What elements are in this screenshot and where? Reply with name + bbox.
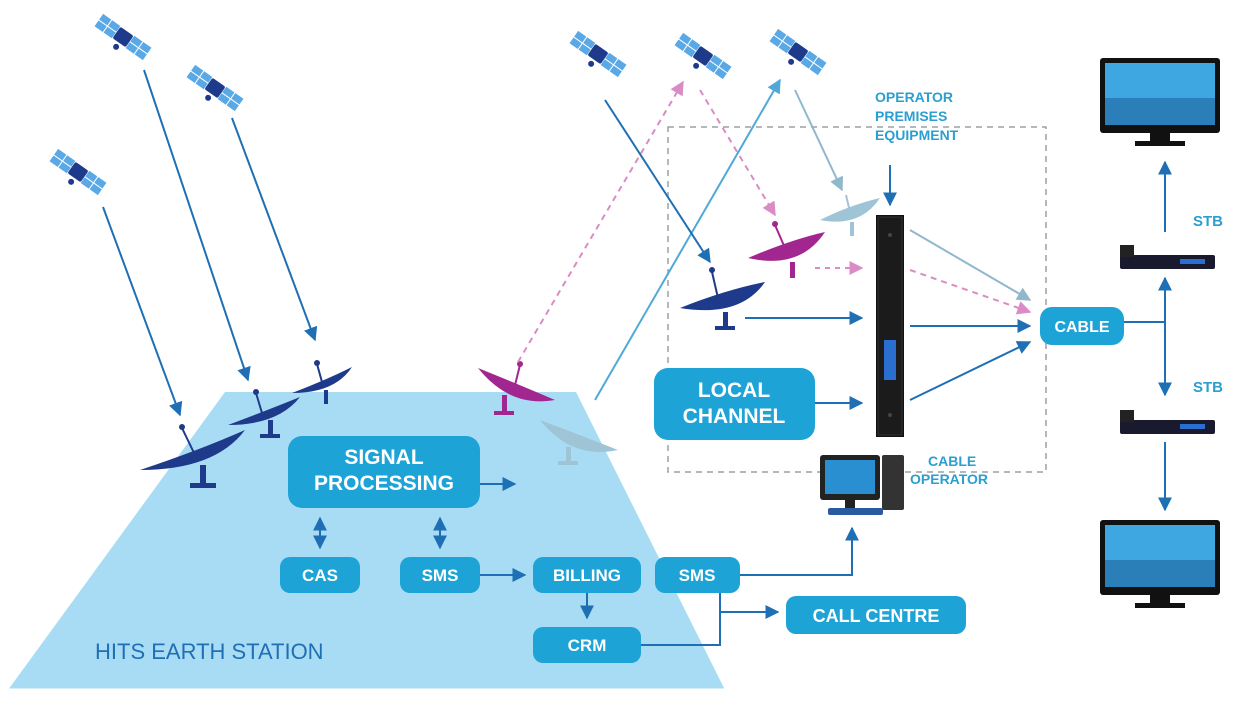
downlink-arrow <box>604 99 711 264</box>
cable-box <box>1040 307 1124 345</box>
earth-station-dish-icon <box>228 389 300 438</box>
sms-label: SMS <box>422 566 459 585</box>
downlink-arrow <box>143 69 251 382</box>
operator-premises-label: EQUIPMENT <box>875 127 959 143</box>
television-icon <box>1100 520 1220 608</box>
earth-station-dish-icon <box>140 424 245 488</box>
billing-box <box>533 557 641 593</box>
local-channel-label: LOCAL <box>698 379 770 402</box>
crm-box <box>533 627 641 663</box>
cas-label: CAS <box>302 566 338 585</box>
satellite-icon <box>44 147 108 202</box>
hits-earth-station-label: HITS EARTH STATION <box>95 639 324 664</box>
television-icon <box>1100 58 1220 146</box>
cas-box <box>280 557 360 593</box>
sms-operator-label: SMS <box>679 566 716 585</box>
operator-dish-light-icon <box>820 194 880 236</box>
local-channel-box <box>654 368 815 440</box>
call-centre-box <box>786 596 966 634</box>
cable-operator-label: CABLE <box>928 453 976 469</box>
set-top-box-icon <box>1120 245 1215 269</box>
satellite-icon <box>181 63 245 118</box>
crm-to-call-centre-line <box>641 593 721 646</box>
uplink-dish-magenta-icon <box>478 361 555 415</box>
satellite-icon <box>764 27 828 82</box>
sms-box <box>400 557 480 593</box>
set-top-box-icon <box>1120 410 1215 434</box>
uplink-dish-light-icon <box>540 420 618 465</box>
stb-label: STB <box>1193 213 1223 230</box>
call-centre-label: CALL CENTRE <box>813 606 940 626</box>
signal-processing-box <box>288 436 480 508</box>
operator-premises-label: OPERATOR <box>875 89 953 105</box>
sms-operator-box <box>655 557 740 593</box>
satellite-icon <box>669 31 733 86</box>
downlink-arrow <box>794 89 843 192</box>
downlink-arrow <box>102 206 183 417</box>
earth-station-platform <box>8 392 725 690</box>
rack-to-cable-arrow-dashed <box>909 269 1032 315</box>
uplink-arrow <box>594 78 781 401</box>
downlink-arrow <box>231 117 318 342</box>
cable-operator-label: OPERATOR <box>910 471 988 487</box>
operator-dish-magenta-icon <box>748 221 825 278</box>
earth-station-dish-icon <box>292 360 352 404</box>
operator-premises-boundary <box>667 126 1047 473</box>
cable-label: CABLE <box>1054 319 1109 336</box>
computer-icon <box>820 455 904 515</box>
operator-premises-label: PREMISES <box>875 108 947 124</box>
uplink-arrow-dashed <box>517 80 684 363</box>
downlink-arrow-dashed <box>699 89 776 217</box>
crm-label: CRM <box>568 636 607 655</box>
satellite-icon <box>89 12 153 67</box>
rack-to-cable-arrow <box>909 341 1032 401</box>
signal-processing-label: SIGNAL <box>344 446 424 469</box>
headend-rack-icon <box>876 215 904 437</box>
stb-label: STB <box>1193 379 1223 396</box>
billing-label: BILLING <box>553 566 621 585</box>
signal-processing-label: PROCESSING <box>314 472 454 495</box>
local-channel-label: CHANNEL <box>683 405 786 428</box>
sms-to-computer-arrow <box>740 526 859 576</box>
rack-to-cable-arrow <box>909 229 1032 301</box>
operator-dish-navy-icon <box>680 267 765 330</box>
satellite-icon <box>564 29 628 84</box>
